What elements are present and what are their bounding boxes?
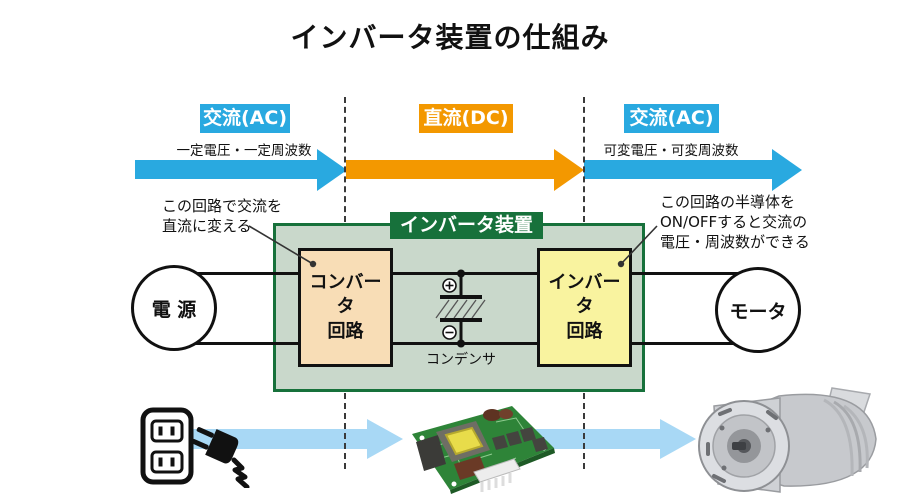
left-divider-dashed-line-top [344, 97, 346, 222]
inverter-note-line3: 電圧・周波数ができる [660, 232, 810, 251]
converter-note-line2: 直流に変える [162, 216, 252, 235]
inverter-circuit-box: インバータ 回路 [537, 248, 632, 367]
top-wire [174, 272, 758, 275]
inverter-label-line1: インバータ [548, 272, 621, 318]
inverter-note-line2: ON/OFFすると交流の [660, 212, 808, 231]
minus-terminal-icon [442, 325, 457, 340]
converter-label-line1: コンバータ [309, 272, 382, 318]
motor-node: モータ [715, 267, 801, 353]
circuit-board-image [412, 406, 555, 494]
bottom-right-arrow [530, 429, 660, 449]
ac-left-chip: 交流(AC) [200, 104, 290, 133]
capacitor-symbol [435, 269, 486, 348]
converter-circuit-box: コンバータ 回路 [298, 248, 393, 367]
converter-note: この回路で交流を 直流に変える [162, 197, 282, 237]
converter-label-line2: 回路 [327, 320, 364, 342]
page-title: インバータ装置の仕組み [290, 21, 610, 54]
power-outlet-icon [140, 407, 194, 485]
power-source-node: 電 源 [131, 265, 217, 351]
left-divider-dashed-line-bottom [344, 393, 346, 469]
inverter-label-line2: 回路 [566, 320, 603, 342]
bottom-right-arrow-head [660, 419, 696, 459]
dc-chip: 直流(DC) [419, 104, 513, 133]
plus-terminal-icon [442, 278, 457, 293]
ac-right-chip: 交流(AC) [624, 104, 719, 133]
dc-arrow [346, 160, 554, 179]
bottom-wire [174, 342, 758, 345]
ac-right-arrow [584, 160, 772, 179]
power-plug-icon [191, 427, 250, 488]
motor-image [698, 387, 877, 493]
ac-right-arrow-head [772, 148, 802, 191]
ac-left-caption: 一定電圧・一定周波数 [176, 143, 312, 159]
inverter-note: この回路の半導体を ON/OFFすると交流の 電圧・周波数ができる [660, 193, 810, 252]
bottom-left-arrow-head [367, 419, 403, 459]
ac-left-arrow-head [317, 148, 347, 191]
converter-note-line1: この回路で交流を [162, 197, 283, 215]
capacitor-label: コンデンサ [426, 352, 496, 368]
ac-right-caption: 可変電圧・可変周波数 [603, 143, 739, 159]
inverter-device-title: インバータ装置 [390, 212, 543, 239]
right-divider-dashed-line-top [583, 97, 585, 222]
ac-left-arrow [135, 160, 317, 179]
inverter-note-line1: この回路の半導体を [660, 193, 796, 211]
dc-arrow-head [554, 148, 584, 191]
right-divider-dashed-line-bottom [583, 393, 585, 469]
